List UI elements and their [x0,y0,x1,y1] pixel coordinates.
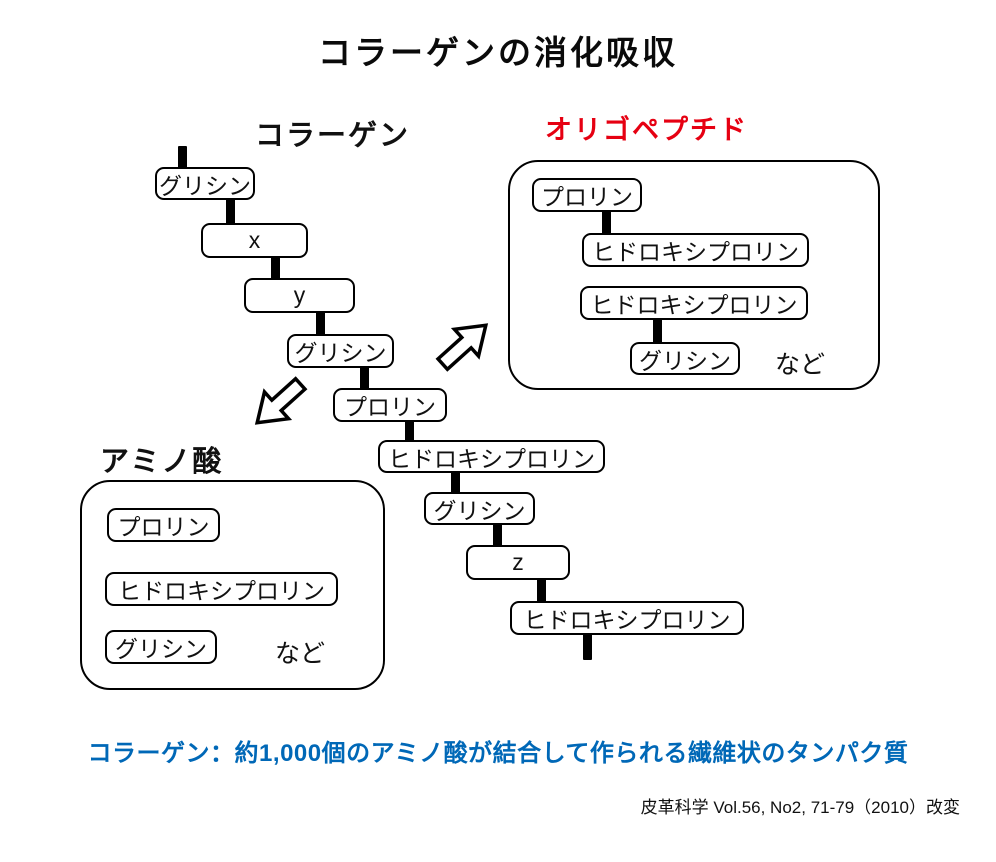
oligopeptide-group: プロリン ヒドロキシプロリン ヒドロキシプロリン グリシン など [508,160,880,390]
peptide-bond-tick [226,194,235,227]
arrow-to-oligopeptide-icon [435,323,489,372]
peptide-bond-tick [493,521,502,549]
peptide-bond-tick [271,252,280,282]
chain-box-z: z [466,545,570,580]
oligopeptide-label: オリゴペプチド [545,115,748,145]
peptide-bond-tick [583,633,592,660]
peptide-bond-tick [405,418,414,444]
chain-box-glycine-1: グリシン [155,167,255,200]
chain-box-hydroxyproline-1: ヒドロキシプロリン [378,440,605,473]
oligo-box-hydroxyproline-1: ヒドロキシプロリン [582,233,809,267]
amino-box-proline: プロリン [107,508,220,542]
chain-box-hydroxyproline-2: ヒドロキシプロリン [510,601,744,635]
arrow-to-amino-acid-icon [254,376,308,425]
peptide-bond-tick [451,469,460,496]
oligo-box-glycine: グリシン [630,342,740,375]
chain-box-proline: プロリン [333,388,447,422]
etc-label: など [775,351,826,379]
chain-box-y: y [244,278,355,313]
footnote-collagen-definition: コラーゲン：約1,000個のアミノ酸が結合して作られる繊維状のタンパク質 [87,740,909,767]
peptide-bond-tick [653,317,662,345]
oligo-box-hydroxyproline-2: ヒドロキシプロリン [580,286,808,320]
peptide-bond-tick [537,576,546,605]
amino-box-hydroxyproline: ヒドロキシプロリン [105,572,338,606]
chain-box-x: x [201,223,308,258]
collagen-label: コラーゲン [255,120,411,152]
peptide-bond-tick [602,208,611,236]
peptide-bond-tick [360,364,369,392]
amino-acid-group: プロリン ヒドロキシプロリン グリシン など [80,480,385,690]
peptide-bond-tick [178,146,187,171]
chain-box-glycine-3: グリシン [424,492,535,525]
amino-acid-label: アミノ酸 [100,446,224,478]
citation: 皮革科学 Vol.56, No2, 71-79（2010）改変 [640,798,960,817]
chain-box-glycine-2: グリシン [287,334,394,368]
oligo-box-proline: プロリン [532,178,642,212]
peptide-bond-tick [316,308,325,338]
etc-label: など [275,640,326,668]
page-title: コラーゲンの消化吸収 [318,36,678,72]
amino-box-glycine: グリシン [105,630,217,664]
